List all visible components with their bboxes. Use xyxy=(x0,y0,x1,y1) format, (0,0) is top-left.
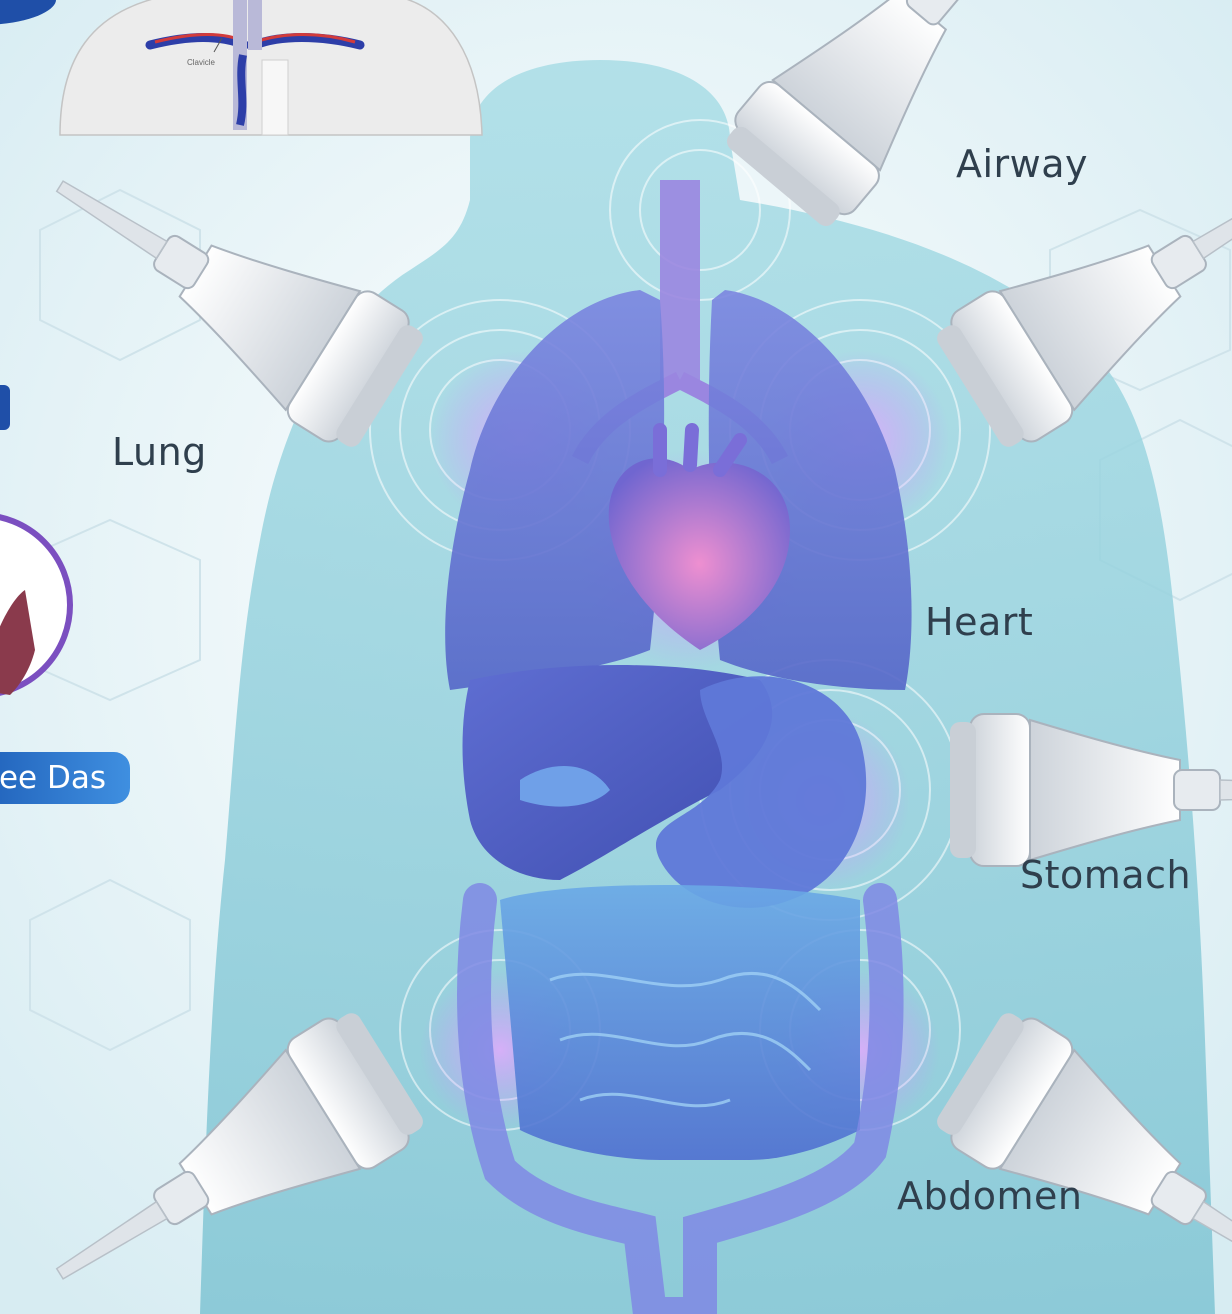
label-stomach: Stomach xyxy=(1020,853,1191,897)
inset-caption: Clavicle xyxy=(187,58,215,67)
label-abdomen: Abdomen xyxy=(897,1174,1082,1218)
intestines xyxy=(500,885,860,1160)
label-heart: Heart xyxy=(925,600,1033,644)
trachea xyxy=(660,180,700,380)
speaker-name-badge: ee Das xyxy=(0,752,130,804)
clavicle-inset-diagram xyxy=(60,0,482,135)
label-airway: Airway xyxy=(956,142,1088,186)
label-lung: Lung xyxy=(112,430,207,474)
side-tab xyxy=(0,385,10,430)
